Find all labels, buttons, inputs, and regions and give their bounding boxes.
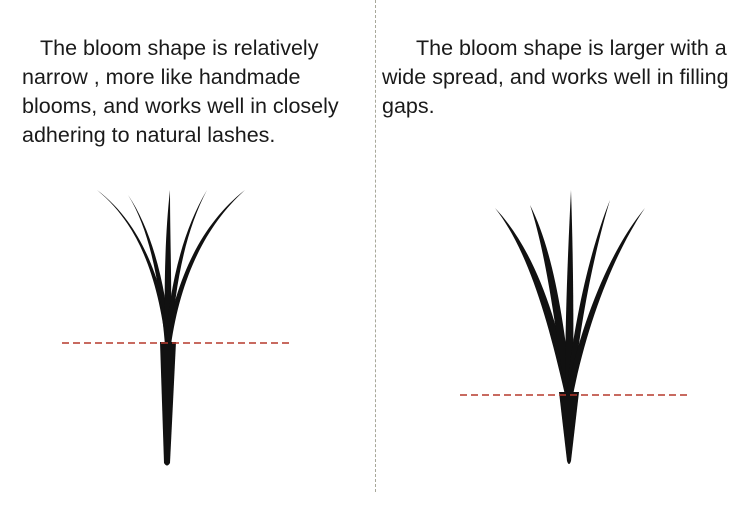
narrow-bloom-strand bbox=[165, 190, 245, 345]
wide-bloom-strand bbox=[565, 190, 574, 395]
wide-bloom-strand bbox=[566, 200, 610, 395]
wide-bloom-fan bbox=[460, 190, 691, 464]
narrow-bloom-strand bbox=[97, 190, 172, 345]
wide-bloom-base bbox=[559, 392, 579, 464]
wide-bloom-description: The bloom shape is larger with a wide sp… bbox=[382, 36, 729, 118]
narrow-bloom-description: The bloom shape is relatively narrow , m… bbox=[22, 36, 339, 147]
wide-bloom-strand bbox=[530, 205, 572, 395]
narrow-bloom-base bbox=[160, 342, 176, 466]
wide-bloom-strand bbox=[495, 208, 572, 395]
panel-divider bbox=[375, 0, 376, 492]
wide-bloom-strand bbox=[566, 208, 645, 395]
narrow-bloom-fan bbox=[62, 190, 291, 466]
narrow-bloom-strand bbox=[128, 195, 171, 345]
